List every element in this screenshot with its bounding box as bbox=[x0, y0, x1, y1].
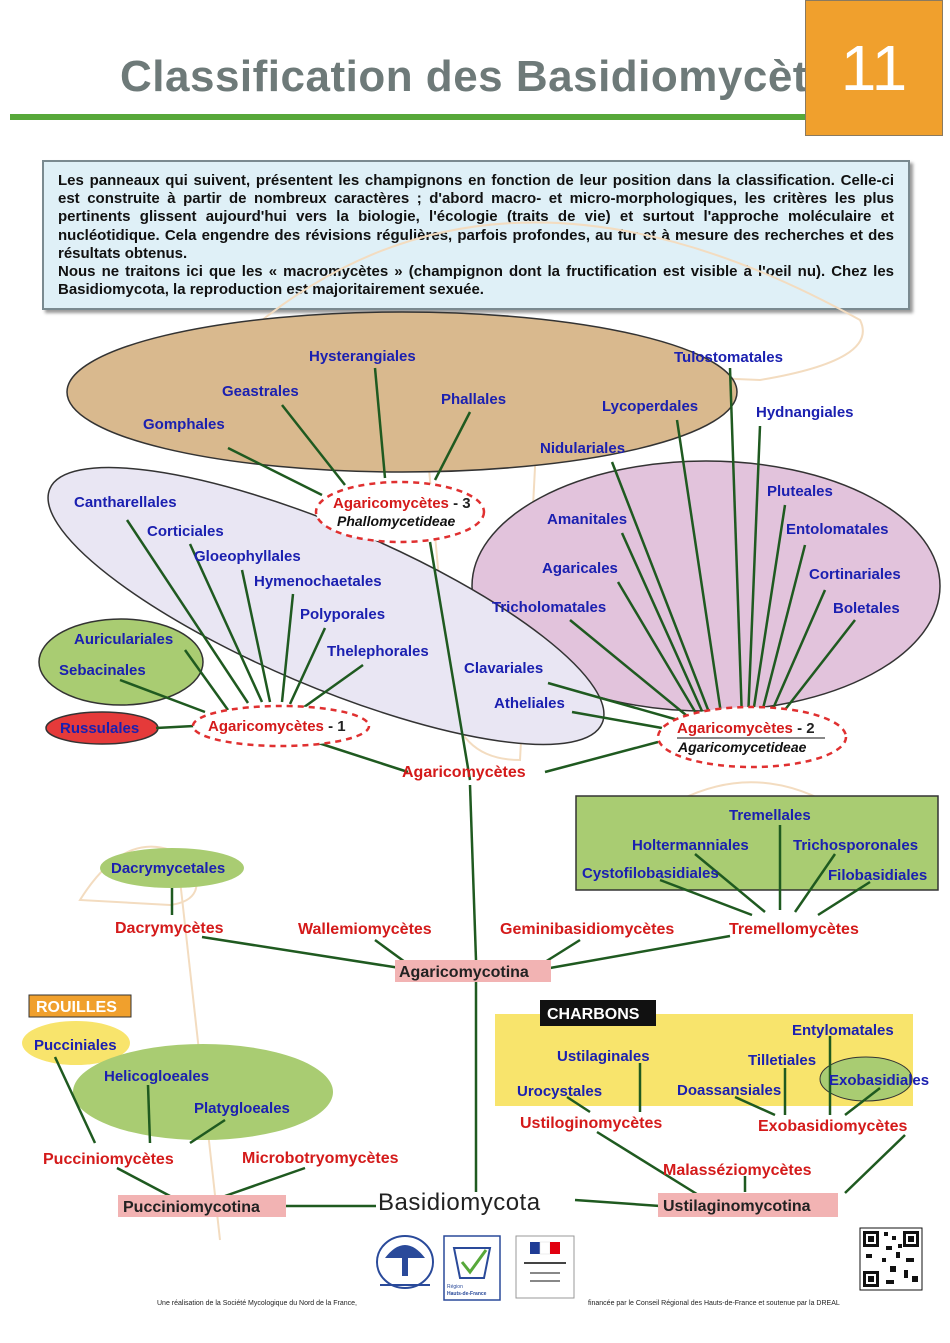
class-agaricomycetes: Agaricomycètes bbox=[402, 764, 526, 781]
agaricomycetes-2-node bbox=[656, 705, 848, 769]
phallomycetideae-group bbox=[66, 311, 738, 473]
order-helicogloeales: Helicogloeales bbox=[104, 1068, 209, 1085]
order-entolomatales: Entolomatales bbox=[786, 521, 889, 538]
title-underline bbox=[10, 114, 940, 120]
order-atheliales: Atheliales bbox=[494, 695, 565, 712]
order-polyporales: Polyporales bbox=[300, 606, 385, 623]
tree-lines bbox=[53, 367, 906, 1208]
order-doassansiales: Doassansiales bbox=[677, 1082, 781, 1099]
order-ustilaginales: Ustilaginales bbox=[557, 1048, 650, 1065]
order-exobasidiales: Exobasidiales bbox=[829, 1072, 929, 1089]
dacrymycetales-group bbox=[100, 848, 244, 888]
charbons-tag: CHARBONS bbox=[547, 1006, 640, 1023]
order-boletales: Boletales bbox=[833, 600, 900, 617]
order-sebacinales: Sebacinales bbox=[59, 662, 146, 679]
agaricomycetideae-label: Agaricomycetideae bbox=[677, 739, 807, 755]
exobasidiales-group bbox=[819, 1056, 913, 1102]
region-logo-text1: Région bbox=[447, 1284, 463, 1290]
qr-code bbox=[859, 1227, 923, 1291]
agaricomycetes-3-node bbox=[314, 480, 486, 544]
class-geminibasidiomycetes: Geminibasidiomycètes bbox=[500, 921, 674, 938]
order-lycoperdales: Lycoperdales bbox=[602, 398, 698, 415]
order-tilletiales: Tilletiales bbox=[748, 1052, 816, 1069]
credit-right: financée par le Conseil Régional des Hau… bbox=[588, 1300, 840, 1307]
charbons-tag-box bbox=[540, 1000, 656, 1026]
order-gomphales: Gomphales bbox=[143, 416, 225, 433]
page-title: Classification des Basidiomycètes bbox=[120, 52, 858, 101]
order-urocystales: Urocystales bbox=[517, 1083, 602, 1100]
agaricomycetes-1-label: Agaricomycètes - 1 bbox=[208, 718, 346, 735]
tremellomycetes-group bbox=[575, 795, 939, 891]
order-hymenochaetales: Hymenochaetales bbox=[254, 573, 382, 590]
agaricomycetes-1-node bbox=[191, 704, 371, 748]
order-russulales: Russulales bbox=[60, 720, 139, 737]
region-logo-text2: Hauts-de-France bbox=[447, 1291, 487, 1297]
agaricomycetes-2-label: Agaricomycètes - 2 bbox=[677, 720, 815, 737]
ustilaginomycotina-box bbox=[658, 1193, 838, 1217]
order-platygloeales: Platygloeales bbox=[194, 1100, 290, 1117]
class-tremellomycetes: Tremellomycètes bbox=[729, 921, 859, 938]
subphylum-ustilaginomycotina: Ustilaginomycotina bbox=[663, 1198, 811, 1215]
region-logo: Région Hauts-de-France bbox=[443, 1235, 501, 1301]
order-hysterangiales: Hysterangiales bbox=[309, 348, 416, 365]
order-cystofilobasidiales: Cystofilobasidiales bbox=[582, 865, 719, 882]
class-pucciniomycetes: Pucciniomycètes bbox=[43, 1151, 174, 1168]
order-tulostomatales: Tulostomatales bbox=[674, 349, 783, 366]
order-auriculariales: Auriculariales bbox=[74, 631, 173, 648]
agaricomycotina-box bbox=[395, 960, 551, 982]
order-tremellales: Tremellales bbox=[729, 807, 811, 824]
auriculariales-group bbox=[38, 618, 204, 706]
order-geastrales: Geastrales bbox=[222, 383, 299, 400]
agaricomycetes-3-label: Agaricomycètes - 3 bbox=[333, 495, 471, 512]
republic-logo bbox=[515, 1235, 575, 1299]
order-cantharellales: Cantharellales bbox=[74, 494, 177, 511]
intro-box: Les panneaux qui suivent, présentent les… bbox=[42, 160, 910, 310]
order-nidulariales: Nidulariales bbox=[540, 440, 625, 457]
order-filobasidiales: Filobasidiales bbox=[828, 867, 927, 884]
order-hydnangiales: Hydnangiales bbox=[756, 404, 854, 421]
panel-number-badge: 11 bbox=[805, 0, 943, 136]
pucciniomycotina-box bbox=[118, 1195, 286, 1217]
credit-left: Une réalisation de la Société Mycologiqu… bbox=[157, 1300, 358, 1307]
class-wallemiomycetes: Wallemiomycètes bbox=[298, 921, 432, 938]
order-amanitales: Amanitales bbox=[547, 511, 627, 528]
order-holtermanniales: Holtermanniales bbox=[632, 837, 749, 854]
order-gloeophyllales: Gloeophyllales bbox=[194, 548, 301, 565]
order-entylomatales: Entylomatales bbox=[792, 1022, 894, 1039]
order-trichosporonales: Trichosporonales bbox=[793, 837, 918, 854]
order-cortinariales: Cortinariales bbox=[809, 566, 901, 583]
rouilles-tag: ROUILLES bbox=[36, 999, 117, 1016]
class-exobasidiomycetes: Exobasidiomycètes bbox=[758, 1118, 908, 1135]
class-microbotryomycetes: Microbotryomycètes bbox=[242, 1150, 399, 1167]
order-corticiales: Corticiales bbox=[147, 523, 224, 540]
order-phallales: Phallales bbox=[441, 391, 506, 408]
intro-paragraph-2: Nous ne traitons ici que les « macromycè… bbox=[58, 263, 894, 299]
order-dacrymycetales: Dacrymycetales bbox=[111, 860, 225, 877]
class-dacrymycetes: Dacrymycètes bbox=[115, 920, 224, 937]
society-logo bbox=[376, 1235, 434, 1289]
order-pucciniales: Pucciniales bbox=[34, 1037, 117, 1054]
order-clavariales: Clavariales bbox=[464, 660, 543, 677]
phallomycetideae-label: Phallomycetideae bbox=[337, 513, 455, 529]
order-thelephorales: Thelephorales bbox=[327, 643, 429, 660]
class-ustilaginomycetes: Ustiloginomycètes bbox=[520, 1115, 662, 1132]
order-pluteales: Pluteales bbox=[767, 483, 833, 500]
helicogloeales-group bbox=[73, 1044, 333, 1140]
order-agaricales: Agaricales bbox=[542, 560, 618, 577]
class-malassezioomycetes: Malasséziomycètes bbox=[663, 1162, 812, 1179]
rouilles-tag-box bbox=[28, 994, 132, 1018]
order-tricholomatales: Tricholomatales bbox=[492, 599, 606, 616]
subphylum-pucciniomycotina: Pucciniomycotina bbox=[123, 1199, 260, 1216]
root-basidiomycota: Basidiomycota bbox=[378, 1189, 541, 1216]
pucciniales-group bbox=[22, 1021, 130, 1065]
subphylum-agaricomycotina: Agaricomycotina bbox=[399, 964, 529, 981]
intro-paragraph-1: Les panneaux qui suivent, présentent les… bbox=[58, 172, 894, 262]
